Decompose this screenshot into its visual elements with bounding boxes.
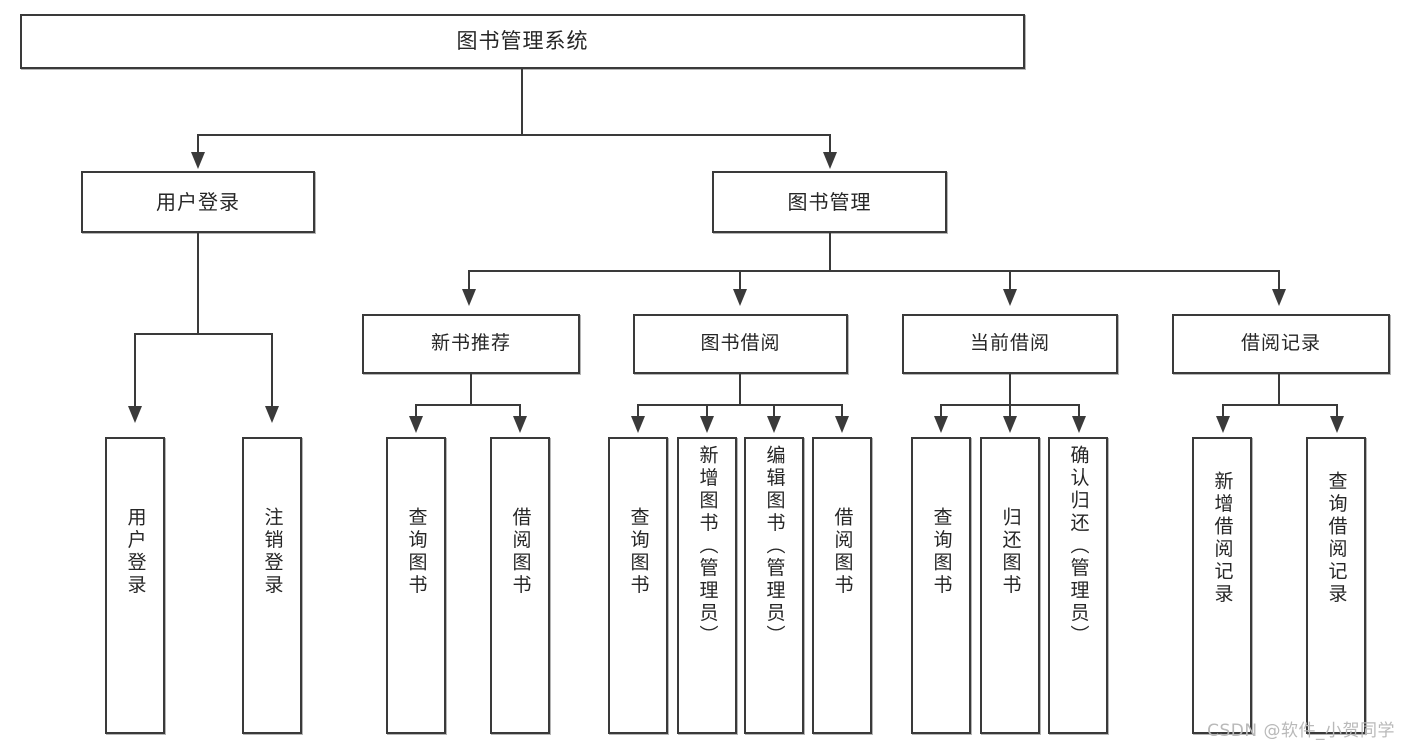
connector-book-management-bus bbox=[468, 270, 1280, 273]
node-leaf-confirm-return-admin[interactable]: 确认归还（管理员） bbox=[1048, 437, 1108, 734]
node-leaf-query-book-2[interactable]: 查询图书 bbox=[608, 437, 668, 734]
connector-borrow-record-stem bbox=[1278, 374, 1281, 406]
node-leaf-user-login-label: 用户登录 bbox=[124, 507, 147, 597]
arrowhead-leaf-borrow-book-1 bbox=[513, 416, 527, 433]
connector-new-book-bus bbox=[415, 404, 521, 407]
connector-user-login-to-leaf-2 bbox=[271, 333, 274, 410]
connector-book-borrow-bus bbox=[637, 404, 843, 407]
connector-book-borrow-stem bbox=[739, 374, 742, 406]
node-leaf-logout-login[interactable]: 注销登录 bbox=[242, 437, 302, 734]
node-root-system-label: 图书管理系统 bbox=[456, 28, 589, 53]
connector-current-borrow-to-leaf-3 bbox=[1078, 404, 1081, 420]
node-leaf-user-login[interactable]: 用户登录 bbox=[105, 437, 165, 734]
node-leaf-return-book-label: 归还图书 bbox=[999, 507, 1022, 597]
connector-root-bus bbox=[197, 134, 831, 137]
node-leaf-query-book-1-label: 查询图书 bbox=[405, 507, 428, 597]
arrowhead-leaf-edit-book-admin bbox=[767, 416, 781, 433]
node-leaf-edit-book-admin-label: 编辑图书（管理员） bbox=[763, 445, 786, 648]
connector-book-borrow-to-leaf-1 bbox=[637, 404, 640, 420]
connector-new-book-stem bbox=[470, 374, 473, 406]
connector-book-management-stem bbox=[829, 233, 832, 272]
connector-user-login-bus bbox=[134, 333, 273, 336]
node-current-borrow[interactable]: 当前借阅 bbox=[902, 314, 1118, 374]
arrowhead-leaf-borrow-book-2 bbox=[835, 416, 849, 433]
node-borrow-record[interactable]: 借阅记录 bbox=[1172, 314, 1390, 374]
arrowhead-leaf-query-borrow-record bbox=[1330, 416, 1344, 433]
connector-borrow-record-to-leaf-1 bbox=[1222, 404, 1225, 420]
connector-book-borrow-to-leaf-2 bbox=[706, 404, 709, 420]
node-leaf-borrow-book-1-label: 借阅图书 bbox=[509, 507, 532, 597]
node-user-login[interactable]: 用户登录 bbox=[81, 171, 315, 233]
node-new-book-recommend-label: 新书推荐 bbox=[430, 332, 511, 355]
node-book-borrow[interactable]: 图书借阅 bbox=[633, 314, 848, 374]
node-leaf-add-borrow-record[interactable]: 新增借阅记录 bbox=[1192, 437, 1252, 734]
connector-borrow-record-bus bbox=[1222, 404, 1338, 407]
arrowhead-leaf-logout-login bbox=[265, 406, 279, 423]
node-leaf-logout-login-label: 注销登录 bbox=[261, 507, 284, 597]
connector-user-login-stem bbox=[197, 233, 200, 335]
connector-root-to-user-login bbox=[197, 134, 200, 156]
arrowhead-leaf-return-book bbox=[1003, 416, 1017, 433]
node-current-borrow-label: 当前借阅 bbox=[969, 332, 1050, 355]
arrowhead-leaf-confirm-return-admin bbox=[1072, 416, 1086, 433]
node-leaf-query-book-1[interactable]: 查询图书 bbox=[386, 437, 446, 734]
connector-bm-to-new-book bbox=[468, 270, 471, 293]
node-leaf-borrow-book-2[interactable]: 借阅图书 bbox=[812, 437, 872, 734]
node-leaf-query-book-3[interactable]: 查询图书 bbox=[911, 437, 971, 734]
connector-book-borrow-to-leaf-3 bbox=[773, 404, 776, 420]
connector-bm-to-book-borrow bbox=[739, 270, 742, 293]
arrowhead-book-management bbox=[823, 152, 837, 169]
connector-current-borrow-stem bbox=[1009, 374, 1012, 406]
node-new-book-recommend[interactable]: 新书推荐 bbox=[362, 314, 580, 374]
node-book-management-label: 图书管理 bbox=[787, 189, 872, 214]
arrowhead-leaf-user-login bbox=[128, 406, 142, 423]
node-borrow-record-label: 借阅记录 bbox=[1240, 332, 1321, 355]
arrowhead-leaf-add-book-admin bbox=[700, 416, 714, 433]
connector-book-borrow-to-leaf-4 bbox=[841, 404, 844, 420]
arrowhead-leaf-add-borrow-record bbox=[1216, 416, 1230, 433]
node-user-login-label: 用户登录 bbox=[156, 189, 240, 214]
arrowhead-book-borrow bbox=[733, 289, 747, 306]
connector-bm-to-current-borrow bbox=[1009, 270, 1012, 293]
node-leaf-add-book-admin[interactable]: 新增图书（管理员） bbox=[677, 437, 737, 734]
connector-user-login-to-leaf-1 bbox=[134, 333, 137, 410]
arrowhead-borrow-record bbox=[1272, 289, 1286, 306]
node-root-system[interactable]: 图书管理系统 bbox=[20, 14, 1025, 69]
arrowhead-new-book-recommend bbox=[462, 289, 476, 306]
node-leaf-query-borrow-record[interactable]: 查询借阅记录 bbox=[1306, 437, 1366, 734]
connector-root-stem bbox=[521, 69, 524, 136]
connector-new-book-to-leaf-1 bbox=[415, 404, 418, 420]
arrowhead-current-borrow bbox=[1003, 289, 1017, 306]
connector-borrow-record-to-leaf-2 bbox=[1336, 404, 1339, 420]
node-leaf-return-book[interactable]: 归还图书 bbox=[980, 437, 1040, 734]
connector-current-borrow-to-leaf-1 bbox=[940, 404, 943, 420]
connector-root-to-book-management bbox=[829, 134, 832, 156]
node-leaf-query-book-2-label: 查询图书 bbox=[627, 507, 650, 597]
node-leaf-query-book-3-label: 查询图书 bbox=[930, 507, 953, 597]
arrowhead-leaf-query-book-3 bbox=[934, 416, 948, 433]
node-leaf-borrow-book-1[interactable]: 借阅图书 bbox=[490, 437, 550, 734]
node-leaf-borrow-book-2-label: 借阅图书 bbox=[831, 507, 854, 597]
arrowhead-leaf-query-book-1 bbox=[409, 416, 423, 433]
node-book-management[interactable]: 图书管理 bbox=[712, 171, 947, 233]
node-leaf-query-borrow-record-label: 查询借阅记录 bbox=[1325, 471, 1348, 606]
connector-new-book-to-leaf-2 bbox=[519, 404, 522, 420]
connector-current-borrow-to-leaf-2 bbox=[1009, 404, 1012, 420]
node-leaf-confirm-return-admin-label: 确认归还（管理员） bbox=[1067, 445, 1090, 648]
connector-bm-to-borrow-record bbox=[1278, 270, 1281, 293]
arrowhead-leaf-query-book-2 bbox=[631, 416, 645, 433]
node-leaf-add-borrow-record-label: 新增借阅记录 bbox=[1211, 471, 1234, 606]
node-book-borrow-label: 图书借阅 bbox=[700, 332, 781, 355]
arrowhead-user-login bbox=[191, 152, 205, 169]
node-leaf-edit-book-admin[interactable]: 编辑图书（管理员） bbox=[744, 437, 804, 734]
node-leaf-add-book-admin-label: 新增图书（管理员） bbox=[696, 445, 719, 648]
